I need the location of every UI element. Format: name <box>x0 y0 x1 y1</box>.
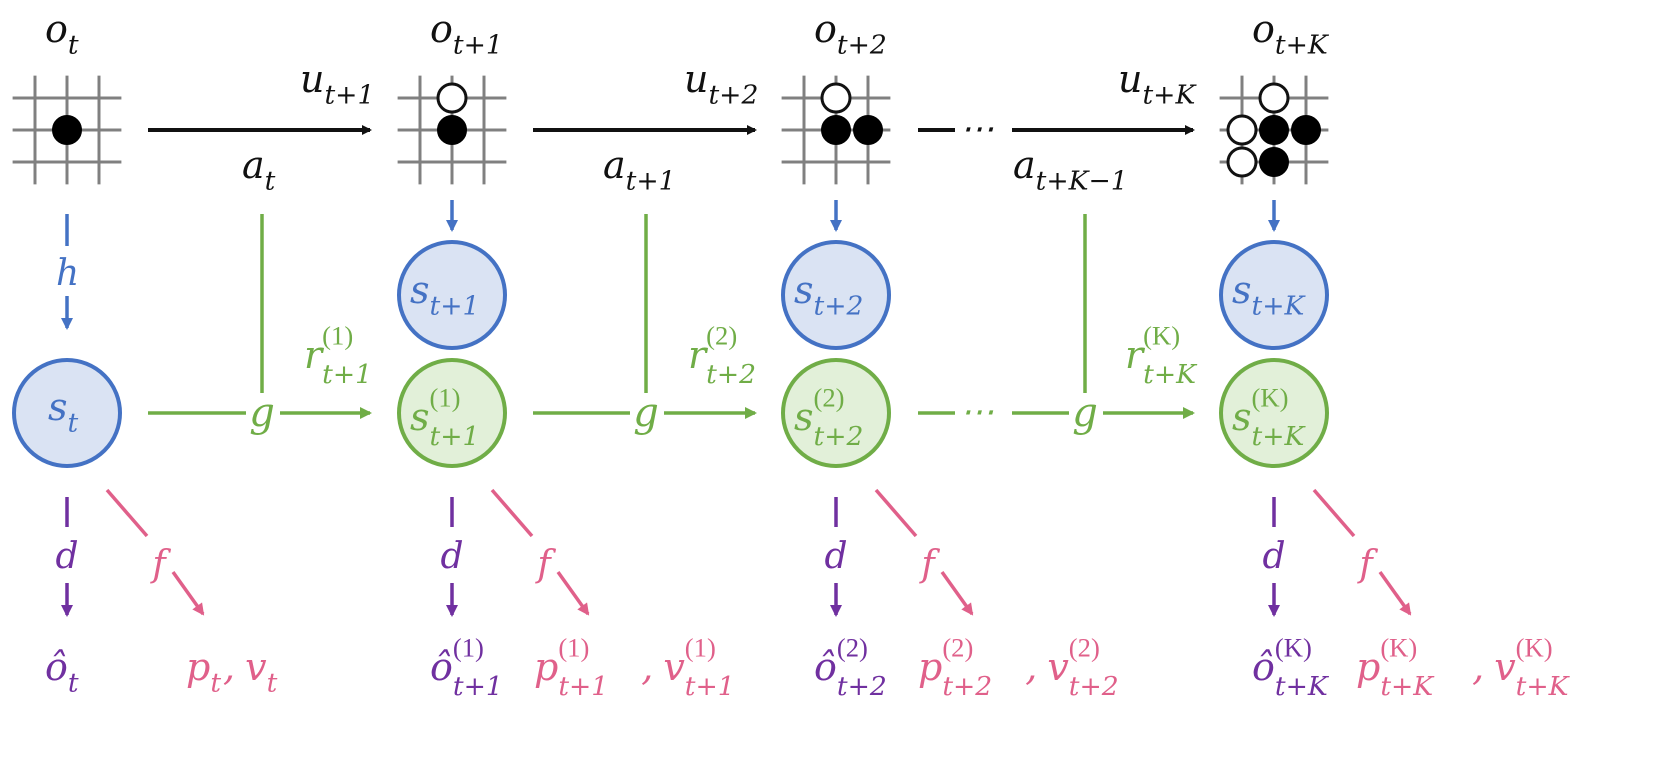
black-stone <box>437 115 467 145</box>
prediction-function-f: f <box>149 544 171 585</box>
update-label: ut+2 <box>684 57 758 110</box>
prediction-arrow <box>1378 570 1412 616</box>
prediction-line <box>874 488 918 538</box>
go-board-3 <box>1219 75 1329 185</box>
policy-value-separator: , <box>223 645 235 689</box>
prediction-line <box>105 488 149 538</box>
black-stone <box>853 115 883 145</box>
prediction-arrow <box>940 570 974 616</box>
observation-label: ot <box>45 7 79 60</box>
policy-label: p(1)t+1 <box>534 632 608 702</box>
policy-value-separator: , <box>641 645 653 689</box>
state-label: st+1 <box>410 268 479 321</box>
prediction-function-f: f <box>1356 544 1378 585</box>
prediction-arrow <box>171 570 205 616</box>
black-stone <box>1259 147 1289 177</box>
decoder-function-d: d <box>55 536 78 577</box>
latent-label: s(1)t+1 <box>410 382 479 452</box>
prediction-function-f: f <box>918 544 940 585</box>
white-stone <box>820 82 852 114</box>
reward-label: r(1)t+1 <box>304 320 372 390</box>
white-stone <box>1226 146 1258 178</box>
state-node-1 <box>397 240 507 350</box>
value-label: vt <box>245 645 277 698</box>
observation-label: ot+1 <box>430 7 503 60</box>
state-label: st <box>48 385 79 438</box>
black-stone <box>52 115 82 145</box>
policy-label: pt <box>186 645 221 698</box>
dynamics-function-g: g <box>1072 390 1098 436</box>
state-label: st+2 <box>794 268 863 321</box>
go-board-2 <box>781 75 891 185</box>
state-node-0 <box>12 358 122 468</box>
ellipsis-top: ⋯ <box>960 109 994 149</box>
white-stone <box>1226 114 1258 146</box>
black-stone <box>1259 115 1289 145</box>
white-stone <box>1258 82 1290 114</box>
go-board-0 <box>12 75 122 185</box>
state-label: st+K <box>1232 268 1306 321</box>
latent-node-2 <box>781 358 891 468</box>
latent-node-3 <box>1219 358 1329 468</box>
reward-label: r(K)t+K <box>1125 320 1198 390</box>
prediction-arrow <box>556 570 590 616</box>
decoded-observation-label: ô(K)t+K <box>1252 632 1330 702</box>
policy-value-separator: , <box>1472 645 1484 689</box>
decoded-observation-label: ô(1)t+1 <box>430 632 503 702</box>
update-label: ut+1 <box>300 57 374 110</box>
value-label: v(2)t+2 <box>1047 632 1118 702</box>
state-node-3 <box>1219 240 1329 350</box>
decoded-observation-label: ô(2)t+2 <box>814 632 887 702</box>
prediction-function-f: f <box>534 544 556 585</box>
action-label: at <box>242 143 276 196</box>
state-node-2 <box>781 240 891 350</box>
black-stone <box>821 115 851 145</box>
black-stone <box>1291 115 1321 145</box>
update-label: ut+K <box>1118 57 1197 110</box>
ellipsis-bottom: ⋯ <box>960 392 994 432</box>
dynamics-function-g: g <box>633 390 659 436</box>
decoder-function-d: d <box>440 536 463 577</box>
value-label: v(1)t+1 <box>663 632 734 702</box>
dynamics-function-g: g <box>249 390 275 436</box>
latent-label: s(2)t+2 <box>794 382 863 452</box>
observation-label: ot+K <box>1252 7 1330 60</box>
go-board-1 <box>397 75 507 185</box>
value-label: v(K)t+K <box>1494 632 1570 702</box>
decoded-observation-label: ôt <box>45 645 79 698</box>
representation-function-h: h <box>56 253 79 294</box>
latent-label: s(K)t+K <box>1232 382 1306 452</box>
action-label: at+1 <box>603 143 676 196</box>
policy-value-separator: , <box>1025 645 1037 689</box>
white-stone <box>436 82 468 114</box>
action-label: at+K−1 <box>1013 143 1128 196</box>
observation-label: ot+2 <box>814 7 887 60</box>
decoder-function-d: d <box>824 536 847 577</box>
policy-label: p(2)t+2 <box>918 632 992 702</box>
policy-label: p(K)t+K <box>1356 632 1435 702</box>
prediction-line <box>1312 488 1356 538</box>
decoder-function-d: d <box>1262 536 1285 577</box>
reward-label: r(2)t+2 <box>688 320 756 390</box>
latent-node-1 <box>397 358 507 468</box>
prediction-line <box>490 488 534 538</box>
